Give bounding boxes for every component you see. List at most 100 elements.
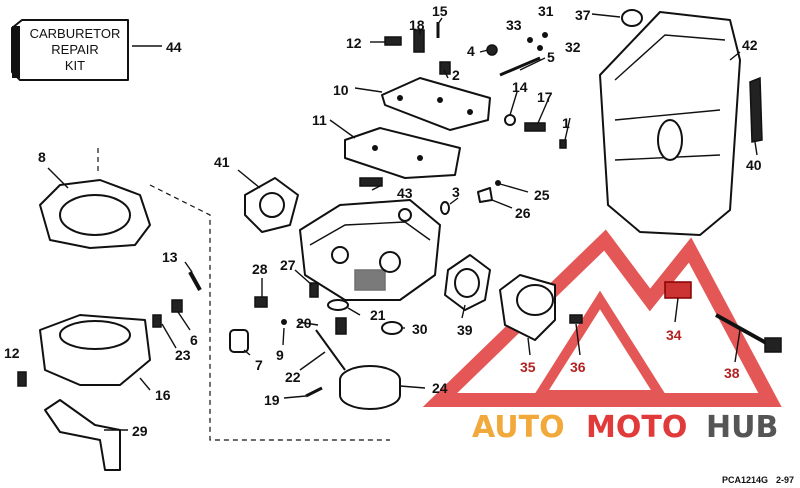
part-plug-6 (171, 299, 183, 313)
callout-17: 17 (537, 89, 553, 105)
callout-26: 26 (515, 205, 531, 221)
callout-36: 36 (570, 359, 586, 375)
part-plate-11 (344, 127, 461, 179)
callout-3: 3 (452, 184, 460, 200)
date-code: 2-97 (776, 475, 794, 485)
part-gasket-39 (444, 254, 491, 311)
callout-19: 19 (264, 392, 280, 408)
callout-5: 5 (547, 49, 555, 65)
callout-38: 38 (724, 365, 740, 381)
callout-37: 37 (575, 7, 591, 23)
part-oring-3 (440, 201, 450, 215)
callout-10: 10 (333, 82, 349, 98)
callout-43: 43 (397, 185, 413, 201)
callout-27: 27 (280, 257, 296, 273)
callout-9: 9 (276, 347, 284, 363)
part-float-bowl-16 (39, 314, 151, 391)
watermark-text: AUTO MOTO HUB (472, 410, 778, 445)
callout-21: 21 (370, 307, 386, 323)
callout-11: 11 (312, 112, 327, 128)
repair-kit-box: CARBURETOR REPAIR KIT (11, 19, 162, 81)
part-cover-10 (381, 77, 491, 131)
watermark-auto: AUTO (472, 410, 565, 445)
part-screw-36 (569, 314, 583, 324)
part-pad-40 (749, 76, 763, 143)
watermark-hub: HUB (706, 410, 778, 445)
callout-23: 23 (175, 347, 191, 363)
part-gasket-8 (39, 167, 151, 249)
callout-1: 1 (562, 115, 570, 131)
part-nut-4 (486, 44, 498, 56)
callout-28: 28 (252, 261, 268, 277)
part-silencer-42 (599, 11, 741, 236)
part-screw-12-left (17, 371, 27, 387)
callout-25: 25 (534, 187, 550, 203)
part-needle-20-22 (315, 317, 347, 371)
callout-13: 13 (162, 249, 178, 265)
part-needle-38 (715, 313, 782, 353)
callout-30: 30 (412, 321, 428, 337)
callout-31: 31 (538, 3, 554, 19)
part-float-24 (339, 365, 401, 410)
part-screw-12-top (384, 36, 402, 46)
part-jet-7 (229, 329, 249, 353)
callout-8: 8 (38, 149, 46, 165)
callout-33: 33 (506, 17, 522, 33)
callout-15: 15 (432, 3, 448, 19)
callout-numbers: 44 1 2 3 4 5 6 7 8 9 10 11 12 12 13 14 1… (4, 3, 762, 439)
part-link-5 (499, 56, 541, 77)
callout-6: 6 (190, 332, 198, 348)
part-pin-19 (305, 386, 323, 398)
part-plug-30 (381, 321, 403, 335)
part-bracket-29 (44, 399, 128, 471)
callout-12-top: 12 (346, 35, 362, 51)
part-clip-26 (477, 187, 493, 203)
part-pin-25 (495, 180, 501, 186)
callout-4: 4 (467, 43, 475, 59)
part-screw-18 (413, 29, 425, 53)
part-screw-43 (359, 177, 383, 187)
callout-12-left: 12 (4, 345, 20, 361)
watermark-logo (422, 229, 782, 407)
callout-18: 18 (409, 17, 425, 33)
part-screw-9 (281, 319, 287, 325)
part-spring-2 (439, 61, 451, 75)
callout-39: 39 (457, 322, 473, 338)
leader-lines (161, 13, 758, 399)
part-grommet-37 (621, 9, 643, 27)
callout-16: 16 (155, 387, 171, 403)
callout-32: 32 (565, 39, 581, 55)
part-spring-34 (664, 281, 692, 299)
callout-42: 42 (742, 37, 758, 53)
part-pin-1 (559, 139, 567, 149)
callout-40: 40 (746, 157, 762, 173)
part-screw-13 (188, 271, 202, 291)
part-carburetor-body (299, 199, 441, 301)
callout-22: 22 (285, 369, 301, 385)
kit-label-line-3: KIT (65, 58, 85, 73)
callout-41: 41 (214, 154, 230, 170)
callout-14: 14 (512, 79, 528, 95)
part-gasket-41 (244, 177, 299, 233)
callout-7: 7 (255, 357, 263, 373)
callout-20: 20 (296, 315, 312, 331)
callout-35: 35 (520, 359, 536, 375)
part-adapter-35 (499, 274, 556, 341)
drawing-code: PCA1214G (722, 475, 768, 485)
callout-2: 2 (452, 67, 460, 83)
callout-24: 24 (432, 380, 448, 396)
part-small-33-31-32 (527, 32, 548, 51)
callout-34: 34 (666, 327, 682, 343)
callout-44: 44 (166, 39, 182, 55)
callout-29: 29 (132, 423, 148, 439)
part-washer-14 (504, 114, 516, 126)
part-oring-21 (327, 299, 349, 311)
watermark-moto: MOTO (586, 410, 687, 445)
part-screw-27 (309, 282, 319, 298)
part-jet-23 (152, 314, 162, 328)
assembly-boundary (97, 148, 390, 441)
kit-label-line-2: REPAIR (51, 42, 98, 57)
kit-label-line-1: CARBURETOR (30, 26, 121, 41)
